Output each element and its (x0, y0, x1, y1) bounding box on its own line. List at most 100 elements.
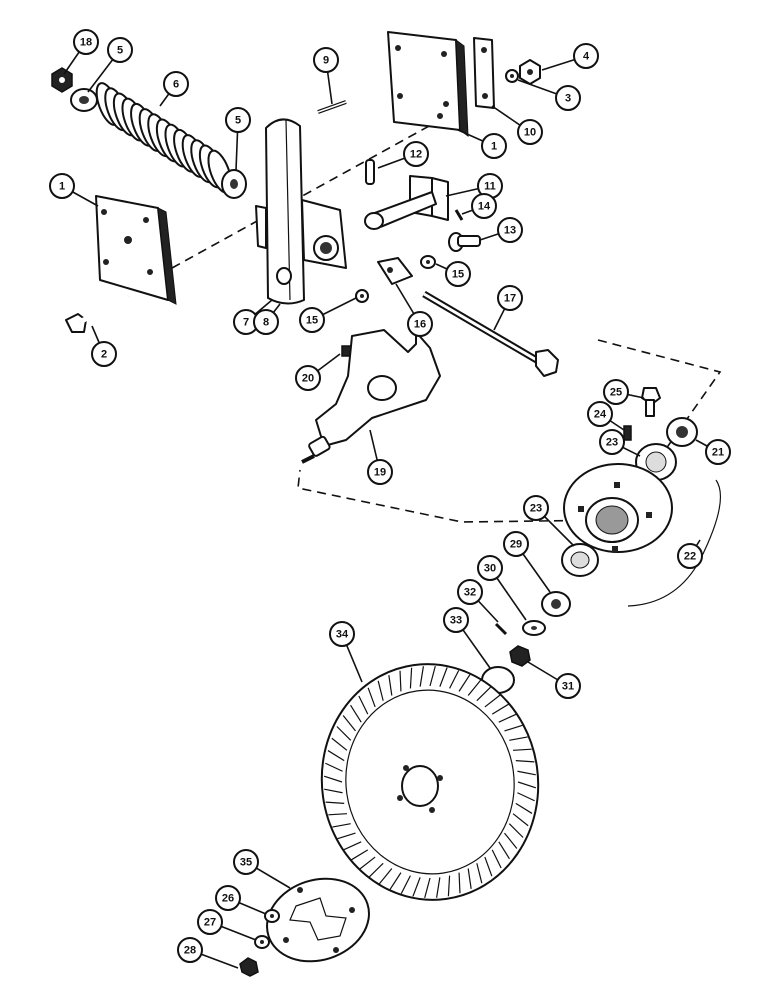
disc-notch (435, 877, 441, 898)
callout-number: 18 (80, 37, 92, 49)
disc-notch (337, 832, 356, 840)
callout-circle (313, 47, 339, 73)
pin-12 (365, 159, 375, 185)
callout-c18: 18 (73, 29, 99, 55)
callout-c9: 9 (313, 47, 339, 73)
callout-number: 1 (59, 181, 65, 193)
callout-number: 14 (478, 201, 491, 213)
callout-circle (603, 379, 629, 405)
callout-c21: 21 (705, 439, 731, 465)
callout-c30: 30 (477, 555, 503, 581)
callout-number: 20 (302, 373, 314, 385)
callout-number: 15 (452, 269, 464, 281)
callout-c28: 28 (177, 937, 203, 963)
callout-number: 6 (173, 79, 179, 91)
callout-c12: 12 (403, 141, 429, 167)
washer-15-upper (420, 255, 436, 269)
callout-number: 28 (184, 945, 196, 957)
notched-disc-34 (320, 663, 540, 901)
disc-notch (424, 877, 431, 899)
callout-circle (225, 107, 251, 133)
washer-26 (264, 909, 280, 923)
callout-circle (329, 621, 355, 647)
callout-c33: 33 (443, 607, 469, 633)
callout-circle (215, 885, 241, 911)
callout-circle (295, 365, 321, 391)
disc-notch (412, 877, 421, 897)
disc-notch (351, 849, 369, 861)
callout-c10: 10 (517, 119, 543, 145)
washer-5-left (70, 88, 98, 112)
callout-number: 11 (484, 181, 496, 193)
callout-c25: 25 (603, 379, 629, 405)
disc-notch (513, 748, 532, 751)
callout-circle (471, 193, 497, 219)
callout-number: 26 (222, 893, 234, 905)
callout-c1a: 1 (49, 173, 75, 199)
callout-circle (443, 607, 469, 633)
callout-c32: 32 (457, 579, 483, 605)
disc-notch (327, 750, 345, 762)
callout-circle (403, 141, 429, 167)
callout-number: 7 (243, 317, 249, 329)
strap-10 (473, 37, 495, 109)
callout-c29: 29 (503, 531, 529, 557)
callout-number: 30 (484, 563, 496, 575)
callout-number: 27 (204, 917, 216, 929)
callout-number: 23 (606, 437, 618, 449)
spindle-19 (301, 329, 441, 464)
disc-notch (498, 841, 510, 860)
disc-notch (325, 762, 343, 772)
callout-c27: 27 (197, 909, 223, 935)
disc-notch (515, 802, 533, 814)
clevis-pin-13 (448, 232, 481, 252)
callout-number: 15 (306, 315, 318, 327)
disc-notch (377, 680, 384, 701)
disc-notch (484, 694, 501, 708)
callout-c3: 3 (555, 85, 581, 111)
disc-notch (323, 775, 343, 783)
disc-notch (447, 875, 451, 897)
callout-number: 5 (117, 45, 123, 57)
nut-18 (51, 67, 73, 93)
callout-c16: 16 (407, 311, 433, 337)
callout-c17: 17 (497, 285, 523, 311)
callout-number: 29 (510, 539, 522, 551)
callout-number: 8 (263, 317, 269, 329)
callout-circle (49, 173, 75, 199)
callout-circle (197, 909, 223, 935)
arm-7-8 (255, 118, 347, 305)
callout-number: 4 (583, 51, 590, 63)
grease-fitting-24 (623, 425, 632, 441)
disc-notch (367, 687, 376, 708)
callout-number: 21 (712, 447, 724, 459)
callout-c5b: 5 (225, 107, 251, 133)
callout-number: 31 (562, 681, 574, 693)
callout-number: 17 (504, 293, 516, 305)
disc-notch (504, 724, 523, 732)
callout-circle (177, 937, 203, 963)
callout-number: 23 (530, 503, 542, 515)
callout-circle (481, 133, 507, 159)
callout-c31: 31 (555, 673, 581, 699)
disc-notch (515, 760, 535, 763)
disc-notch (350, 704, 362, 723)
clevis-16 (377, 257, 413, 285)
callout-c2: 2 (91, 341, 117, 367)
disc-notch (509, 736, 528, 741)
disc-notch (378, 868, 393, 885)
washer-27 (254, 935, 270, 949)
callout-c4: 4 (573, 43, 599, 69)
callout-number: 19 (374, 467, 386, 479)
bolt-2 (65, 293, 130, 333)
disc-notch (388, 675, 393, 696)
disc-notch (491, 703, 509, 715)
callout-circle (497, 217, 523, 243)
disc-notch (400, 875, 411, 894)
callout-number: 1 (491, 141, 497, 153)
callout-c22: 22 (677, 543, 703, 569)
callout-number: 24 (594, 409, 607, 421)
disc-notch (476, 686, 492, 702)
disc-notch (343, 841, 362, 851)
